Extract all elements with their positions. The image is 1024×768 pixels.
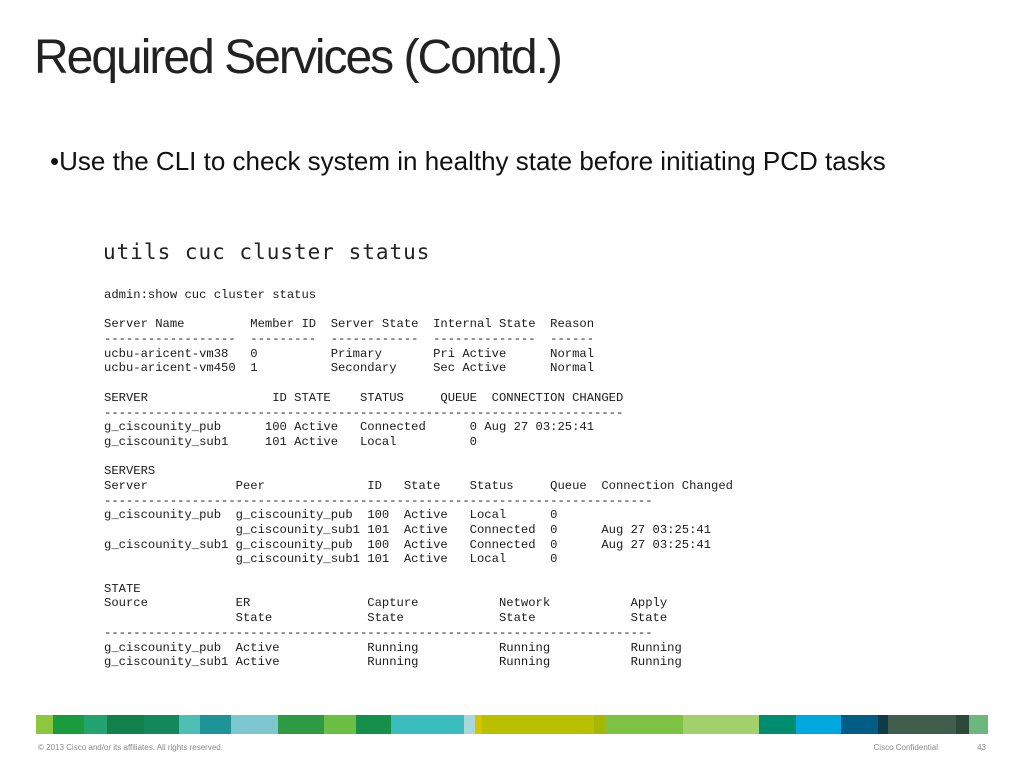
terminal-line (104, 376, 733, 391)
stripe-segment (474, 715, 483, 734)
terminal-line (104, 303, 733, 318)
terminal-line: STATE (104, 581, 141, 596)
stripe-segment (878, 715, 888, 734)
footer-copyright: © 2013 Cisco and/or its affiliates. All … (38, 743, 223, 752)
terminal-line: SERVERS (104, 464, 156, 479)
stripe-segment (277, 715, 325, 734)
terminal-line: ----------------------------------------… (104, 625, 653, 640)
terminal-line: g_ciscounity_sub1 101 Active Local 0 (104, 552, 558, 567)
stripe-segment (143, 715, 180, 734)
stripe-segment (683, 715, 760, 734)
terminal-line: ucbu-aricent-vm38 0 Primary Pri Active N… (104, 346, 595, 361)
page-number: 43 (977, 743, 986, 752)
terminal-line: g_ciscounity_sub1 Active Running Running… (104, 655, 682, 670)
stripe-segment (324, 715, 356, 734)
terminal-line: g_ciscounity_pub 100 Active Connected 0 … (104, 420, 595, 435)
terminal-line: ----------------------------------------… (104, 493, 653, 508)
stripe-segment (759, 715, 797, 734)
stripe-segment (84, 715, 107, 734)
terminal-line: Source ER Capture Network Apply (104, 596, 668, 611)
terminal-line: g_ciscounity_pub Active Running Running … (104, 640, 682, 655)
stripe-segment (887, 715, 957, 734)
stripe-segment (956, 715, 970, 734)
color-stripe (36, 715, 988, 734)
terminal-line: State State State State (104, 611, 668, 626)
cli-command: utils cuc cluster status (103, 240, 431, 264)
slide-title: Required Services (Contd.) (34, 31, 563, 84)
stripe-segment (463, 715, 475, 734)
terminal-line: g_ciscounity_sub1 101 Active Local 0 (104, 434, 477, 449)
footer-confidential: Cisco Confidential (873, 743, 938, 752)
terminal-line: ------------------ --------- -----------… (104, 332, 595, 347)
stripe-segment (593, 715, 605, 734)
terminal-line: admin:show cuc cluster status (104, 288, 317, 302)
stripe-segment (106, 715, 144, 734)
terminal-line: Server Name Member ID Server State Inter… (104, 317, 595, 332)
stripe-segment (179, 715, 200, 734)
stripe-segment (391, 715, 464, 734)
terminal-line: g_ciscounity_pub g_ciscounity_pub 100 Ac… (104, 508, 558, 523)
stripe-segment (199, 715, 232, 734)
stripe-segment (355, 715, 392, 734)
stripe-segment (796, 715, 842, 734)
terminal-line: ucbu-aricent-vm450 1 Secondary Sec Activ… (104, 361, 595, 376)
terminal-line (104, 450, 733, 465)
terminal-line: g_ciscounity_sub1 101 Active Connected 0… (104, 523, 712, 537)
terminal-line: g_ciscounity_sub1 g_ciscounity_pub 100 A… (104, 537, 712, 552)
stripe-segment (482, 715, 594, 734)
stripe-segment (231, 715, 278, 734)
bullet-text: •Use the CLI to check system in healthy … (50, 146, 886, 176)
stripe-segment (36, 715, 53, 734)
terminal-line (104, 567, 733, 582)
stripe-segment (52, 715, 85, 734)
terminal-line: SERVER ID STATE STATUS QUEUE CONNECTION … (104, 390, 624, 405)
stripe-segment (841, 715, 879, 734)
stripe-segment (969, 715, 988, 734)
stripe-segment (604, 715, 684, 734)
terminal-line: Server Peer ID State Status Queue Connec… (104, 478, 733, 493)
terminal-line: ----------------------------------------… (104, 405, 624, 420)
